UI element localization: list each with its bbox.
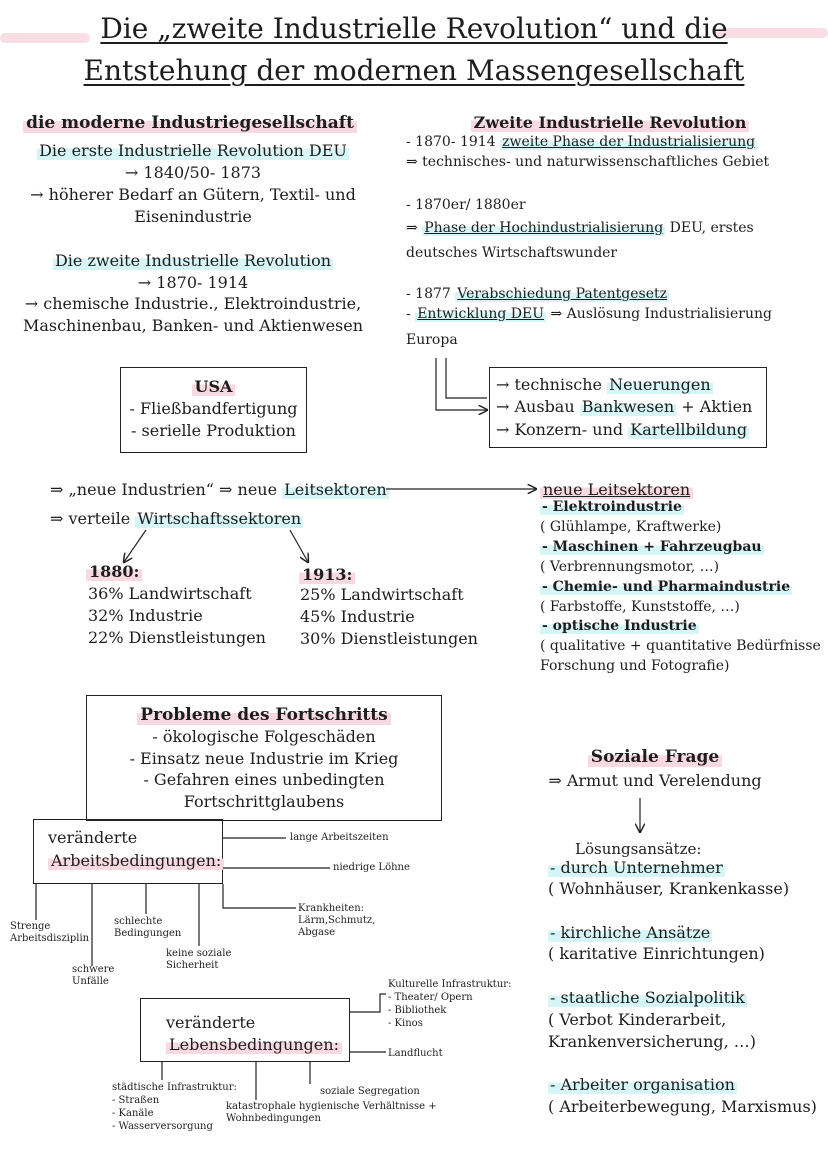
leit-item3-desc2: Forschung und Fotografie) (540, 658, 730, 674)
second-rev: Die zweite Industrielle Revolution (52, 251, 334, 270)
y1913-item2: 30% Dienstleistungen (300, 629, 478, 648)
right-line3: - 1870er/ 1880er (406, 197, 526, 213)
note-staedt-item1: - Kanäle (112, 1108, 154, 1119)
note-staedt-item0: - Straßen (112, 1095, 160, 1106)
sf-item2: - staatliche Sozialpolitik (548, 988, 747, 1007)
usa-item2: - serielle Produktion (131, 421, 296, 440)
leben-line2: Lebensbedingungen: (166, 1034, 342, 1056)
note-kultur-title: Kulturelle Infrastruktur: (388, 979, 512, 990)
sf-item3-desc: ( Arbeiterbewegung, Marxismus) (548, 1097, 817, 1116)
note-schlecht: schlechte Bedingungen (114, 916, 182, 939)
note-segregation: soziale Segregation (320, 1086, 420, 1097)
sf-item0: - durch Unternehmer (548, 858, 725, 877)
sf-item1: - kirchliche Ansätze (548, 923, 713, 942)
probleme-item2: - Gefahren eines unbedingten (143, 770, 385, 789)
right-line8: Europa (406, 332, 458, 348)
year-1880: 1880: (86, 561, 143, 583)
second-dates: → 1870- 1914 (137, 273, 249, 292)
page-title-line1: Die „zweite Industrielle Revolution“ und… (100, 12, 728, 45)
usa-box (120, 367, 307, 453)
year-1913: 1913: (299, 564, 356, 586)
sectors-line2: ⇒ verteile Wirtschaftssektoren (50, 509, 304, 528)
title-deco-left (0, 33, 90, 43)
leit-item3-desc: ( qualitative + quantitative Bedürfnisse (540, 638, 821, 654)
left-heading: die moderne Industriegesellschaft (0, 112, 380, 134)
right-line4: ⇒ Phase der Hochindustrialisierung DEU, … (406, 220, 754, 236)
first-desc2: Eisenindustrie (134, 207, 252, 226)
note-krank: Krankheiten: Lärm,Schmutz, Abgase (298, 903, 376, 938)
soziale-frage-title: Soziale Frage (540, 746, 770, 768)
note-strenge: Strenge Arbeitsdisziplin (10, 921, 90, 944)
note-sozial: keine soziale Sicherheit (166, 948, 232, 971)
probleme-box (86, 695, 442, 821)
right-line2: ⇒ technisches- und naturwissenschaftlich… (406, 154, 770, 170)
sf-item0-desc: ( Wohnhäuser, Krankenkasse) (548, 879, 790, 898)
note-staedt-title: städtische Infrastruktur: (112, 1082, 237, 1093)
arrow-1913 (289, 529, 308, 562)
y1913-item1: 45% Industrie (300, 607, 415, 626)
arrow-europa-outer (435, 358, 487, 410)
sf-item2-desc2: Krankenversicherung, …) (548, 1032, 757, 1051)
leitsektoren-heading: neue Leitsektoren (540, 479, 694, 501)
leit-item0-name: - Elektroindustrie (540, 499, 684, 515)
note-hyg: katastrophale hygienische Verhältnisse +… (226, 1101, 437, 1124)
note-kultur-item0: - Theater/ Opern (388, 992, 473, 1003)
y1913-item0: 25% Landwirtschaft (300, 585, 464, 604)
y1880-item1: 32% Industrie (88, 606, 203, 625)
probleme-title: Probleme des Fortschritts (86, 704, 442, 726)
sectors-line1: ⇒ „neue Industrien“ ⇒ neue Leitsektoren (50, 480, 389, 499)
first-rev: Die erste Industrielle Revolution DEU (37, 141, 349, 160)
right-line5: deutsches Wirtschaftswunder (406, 245, 618, 261)
note-kultur-item2: - Kinos (388, 1018, 423, 1029)
usa-title: USA (120, 376, 307, 398)
leit-item1-name: - Maschinen + Fahrzeugbau (540, 539, 764, 555)
arbeit-line2: Arbeitsbedingungen: (48, 850, 225, 872)
title-deco-right (716, 28, 828, 38)
sf-item2-desc: ( Verbot Kinderarbeit, (548, 1010, 727, 1029)
arrow-1880 (124, 529, 147, 562)
arbeit-line1: veränderte (48, 828, 138, 847)
note-kultur-item1: - Bibliothek (388, 1005, 447, 1016)
page-title-line2: Entstehung der modernen Massengesellscha… (83, 54, 745, 87)
note-staedt-item2: - Wasserversorgung (112, 1121, 213, 1132)
sf-item3: - Arbeiter organisation (548, 1075, 737, 1094)
leit-item1-desc: ( Verbrennungsmotor, …) (540, 559, 720, 575)
right-line7: - Entwicklung DEU ⇒ Auslösung Industrial… (406, 306, 772, 322)
arrow-europa-inner (445, 358, 487, 399)
y1880-item0: 36% Landwirtschaft (88, 584, 252, 603)
note-unfaelle: schwere Unfälle (72, 964, 115, 987)
soziale-frage-sub: ⇒ Armut und Verelendung (548, 771, 762, 790)
leit-item3-name: - optische Industrie (540, 618, 699, 634)
note-lange: lange Arbeitszeiten (290, 832, 389, 843)
leben-box (140, 998, 350, 1062)
cons-line1: → technische Neuerungen (496, 375, 713, 394)
first-dates: → 1840/50- 1873 (124, 163, 262, 182)
cons-line2: → Ausbau Bankwesen + Aktien (496, 397, 753, 416)
sf-item1-desc: ( karitative Einrichtungen) (548, 944, 765, 963)
note-landflucht: Landflucht (388, 1048, 443, 1059)
loesungsansaetze: Lösungsansätze: (575, 840, 702, 858)
right-heading: Zweite Industrielle Revolution (420, 112, 800, 134)
probleme-item0: - ökologische Folgeschäden (152, 727, 376, 746)
leit-item2-name: - Chemie- und Pharmaindustrie (540, 579, 793, 595)
second-desc2: Maschinenbau, Banken- und Aktienwesen (22, 316, 364, 335)
right-line6: - 1877 Verabschiedung Patentgesetz (406, 286, 669, 302)
leben-line1: veränderte (166, 1013, 256, 1032)
probleme-item3: Fortschrittglaubens (183, 792, 345, 811)
right-line1: - 1870- 1914 zweite Phase der Industrial… (406, 134, 758, 150)
first-desc1: → höherer Bedarf an Gütern, Textil- und (30, 185, 356, 204)
second-desc1: → chemische Industrie., Elektroindustrie… (24, 294, 362, 313)
probleme-item1: - Einsatz neue Industrie im Krieg (129, 749, 399, 768)
consequences-box (489, 367, 767, 448)
leit-item0-desc: ( Glühlampe, Kraftwerke) (540, 519, 722, 535)
note-niedrig: niedrige Löhne (333, 862, 410, 873)
leit-item2-desc: ( Farbstoffe, Kunststoffe, …) (540, 599, 740, 615)
cons-line3: → Konzern- und Kartellbildung (496, 420, 750, 439)
usa-item1: - Fließbandfertigung (129, 399, 298, 418)
y1880-item2: 22% Dienstleistungen (88, 628, 266, 647)
